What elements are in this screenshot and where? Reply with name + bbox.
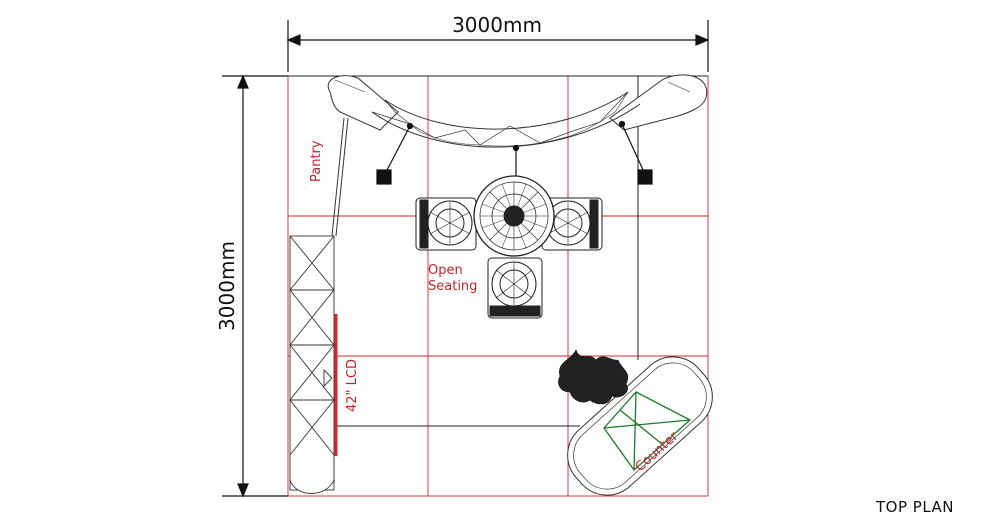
plan-title: TOP PLAN	[875, 498, 954, 516]
width-dimension	[286, 20, 710, 72]
pantry-label: Pantry	[309, 140, 324, 182]
open-seating-group	[415, 175, 603, 319]
spotlight-center-icon	[512, 144, 520, 178]
spotlight-right-icon	[618, 120, 653, 185]
plant-icon	[558, 349, 629, 405]
round-table	[473, 175, 555, 257]
lcd-label: 42" LCD	[345, 359, 360, 412]
width-dimension-label: 3000mm	[452, 13, 542, 37]
chair-left	[415, 197, 477, 251]
truss-header	[327, 74, 708, 148]
counter-frame	[603, 391, 692, 471]
pantry-divider	[331, 117, 349, 237]
chair-bottom	[487, 257, 543, 319]
counter-unit	[567, 356, 713, 496]
spotlight-left-icon	[376, 122, 414, 185]
open-seating-label-line1: Open	[428, 263, 463, 278]
open-seating-label-line2: Seating	[428, 279, 477, 294]
height-dimension	[222, 74, 288, 498]
height-dimension-label: 3000mm	[215, 241, 239, 331]
counter-inner-outline	[573, 362, 707, 490]
left-truss-tower	[289, 235, 335, 494]
